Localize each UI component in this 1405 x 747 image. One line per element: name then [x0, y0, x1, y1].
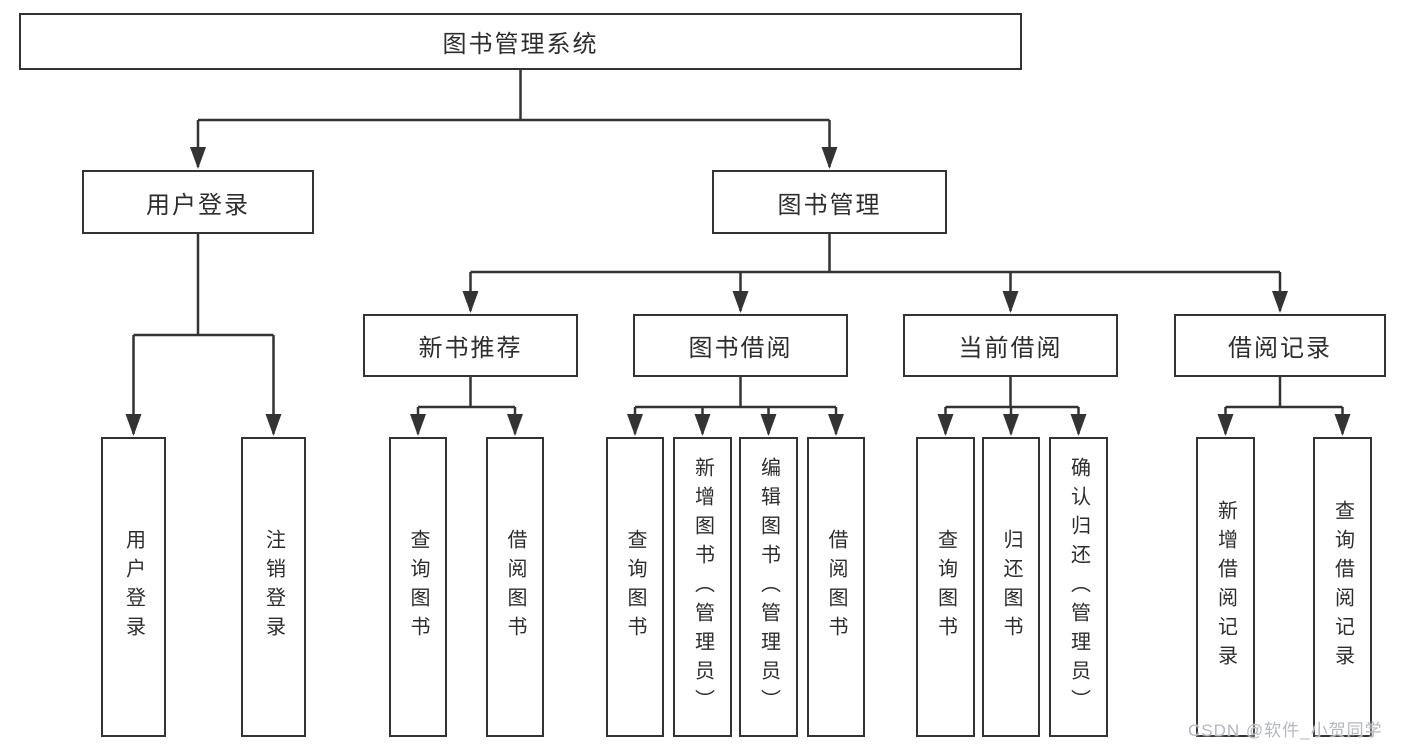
node-root: 图书管理系统	[19, 13, 1022, 70]
node-book-borrowing-label: 图书借阅	[688, 335, 793, 362]
leaf-borrow-books: 借阅图书	[807, 437, 865, 737]
node-root-label: 图书管理系统	[442, 31, 599, 58]
node-current-borrowing-label: 当前借阅	[958, 335, 1063, 362]
leaf-borrow-books-recommend-label: 借阅图书	[504, 529, 526, 645]
node-new-book-recommend: 新书推荐	[363, 314, 578, 377]
node-borrowing-records: 借阅记录	[1174, 314, 1386, 377]
node-book-borrowing: 图书借阅	[633, 314, 848, 377]
leaf-add-borrow-record: 新增借阅记录	[1196, 437, 1255, 737]
leaf-query-books-recommend: 查询图书	[389, 437, 447, 737]
node-borrowing-records-label: 借阅记录	[1228, 335, 1332, 362]
leaf-add-book-admin-label: 新增图书（管理员）	[691, 456, 714, 718]
leaf-edit-book-admin-label: 编辑图书（管理员）	[757, 456, 780, 718]
leaf-borrow-books-label: 借阅图书	[825, 529, 847, 645]
leaf-confirm-return-admin: 确认归还（管理员）	[1049, 437, 1108, 737]
leaf-borrow-books-recommend: 借阅图书	[486, 437, 544, 737]
leaf-add-borrow-record-label: 新增借阅记录	[1214, 500, 1237, 674]
leaf-query-borrow-record-label: 查询借阅记录	[1331, 500, 1354, 674]
leaf-return-book: 归还图书	[982, 437, 1040, 737]
leaf-confirm-return-admin-label: 确认归还（管理员）	[1067, 456, 1090, 718]
leaf-query-borrow-record: 查询借阅记录	[1313, 437, 1372, 737]
leaf-return-book-label: 归还图书	[1000, 529, 1022, 645]
leaf-query-books-borrowing: 查询图书	[606, 437, 664, 737]
leaf-query-books-recommend-label: 查询图书	[407, 529, 429, 645]
leaf-edit-book-admin: 编辑图书（管理员）	[739, 437, 798, 737]
node-book-management: 图书管理	[712, 170, 947, 234]
node-new-book-recommend-label: 新书推荐	[418, 335, 523, 362]
node-book-management-label: 图书管理	[777, 191, 882, 219]
leaf-logout-label: 注销登录	[262, 529, 285, 645]
leaf-query-books-borrowing-label: 查询图书	[624, 529, 646, 645]
leaf-logout: 注销登录	[241, 437, 306, 737]
node-user-login-label: 用户登录	[146, 191, 250, 219]
leaf-query-books-current: 查询图书	[916, 437, 975, 737]
watermark: CSDN @软件_小贺同学	[1188, 721, 1383, 740]
leaf-add-book-admin: 新增图书（管理员）	[673, 437, 732, 737]
leaf-query-books-current-label: 查询图书	[934, 529, 957, 645]
node-current-borrowing: 当前借阅	[903, 314, 1118, 377]
leaf-user-login: 用户登录	[101, 437, 166, 737]
leaf-user-login-label: 用户登录	[122, 529, 145, 645]
node-user-login: 用户登录	[82, 170, 314, 234]
